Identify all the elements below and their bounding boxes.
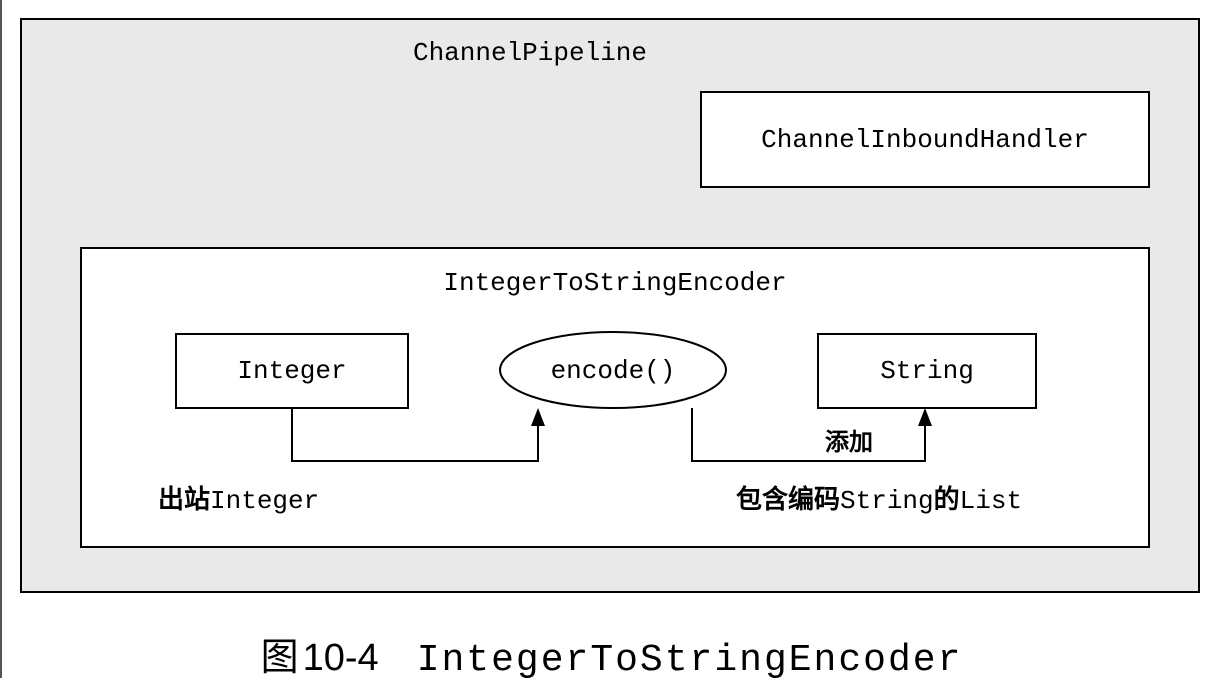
list-label-suffix: List <box>960 486 1022 516</box>
list-label-prefix: 包含编码 <box>736 484 840 515</box>
encoder-title: IntegerToStringEncoder <box>443 268 787 298</box>
figure-caption: 图 10-4 IntegerToStringEncoder <box>0 626 1223 682</box>
encode-method-label: encode() <box>551 356 676 386</box>
outbound-integer-label: 出站Integer <box>158 485 319 516</box>
outbound-label-type: Integer <box>210 486 319 516</box>
add-label: 添加 <box>825 428 873 456</box>
outbound-label-cjk: 出站 <box>158 485 210 515</box>
string-arrowhead <box>918 408 932 426</box>
caption-prefix: 图 <box>260 635 299 679</box>
encode-arrowhead <box>531 408 545 426</box>
caption-title: IntegerToStringEncoder <box>416 639 963 682</box>
integer-input-label: Integer <box>237 356 346 386</box>
encoded-string-list-label: 包含编码String的List <box>736 484 1022 516</box>
channel-inbound-handler-box: ChannelInboundHandler <box>700 91 1150 188</box>
encode-method-ellipse <box>499 331 727 409</box>
integer-to-encode-connector <box>291 408 539 462</box>
string-output-box <box>817 333 1037 409</box>
page-edge-rule <box>0 0 2 678</box>
list-label-type: String <box>840 486 934 516</box>
list-label-mid: 的 <box>934 484 960 515</box>
channel-pipeline-title: ChannelPipeline <box>412 38 648 68</box>
channel-inbound-handler-label: ChannelInboundHandler <box>761 124 1089 155</box>
caption-number: 10-4 <box>302 637 379 679</box>
string-output-label: String <box>880 356 974 386</box>
encode-to-string-connector <box>691 408 926 462</box>
integer-input-box <box>175 333 409 409</box>
